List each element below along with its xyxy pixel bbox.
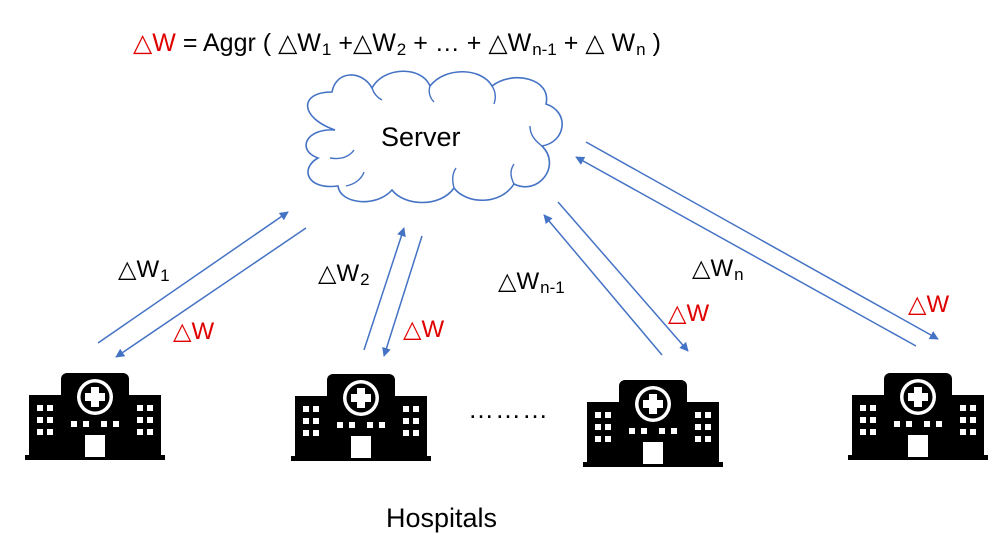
arrow-down-1 [115, 227, 307, 358]
cloud-icon [305, 70, 563, 204]
upload-label-3: △Wn-1 [498, 268, 565, 297]
server-label: Server [381, 122, 461, 152]
download-label-1: △W [173, 318, 215, 345]
arrows [97, 141, 939, 358]
arrow-up-3 [543, 214, 663, 356]
download-label-2: △W [403, 316, 445, 343]
upload-label-2: △W2 [318, 260, 370, 289]
upload-label-1: △W1 [118, 256, 170, 285]
hospital-icon [291, 374, 431, 461]
arrow-up-4 [575, 156, 917, 347]
arrow-up-1 [97, 211, 289, 344]
hospital-icon [583, 380, 723, 467]
arrow-down-2 [382, 235, 423, 357]
arrow-up-2 [363, 227, 406, 351]
ellipsis: ……… [468, 394, 549, 424]
arrow-down-4 [585, 141, 939, 340]
formula-lhs: △W [133, 29, 176, 57]
formula-term: + … + [413, 29, 482, 57]
hospital-icon [25, 373, 165, 460]
formula-term: △Wn-1 [488, 29, 557, 59]
formula-close: ) [652, 29, 661, 57]
formula-term: + △ Wn [563, 29, 646, 59]
formula-term: +△W2 [338, 29, 407, 59]
download-label-3: △W [668, 300, 710, 327]
cloud-inner-lines [329, 85, 543, 189]
hospitals-label: Hospitals [386, 503, 498, 533]
hospital-icon [848, 373, 988, 460]
upload-label-4: △Wn [692, 255, 744, 284]
aggregation-formula: △W= Aggr (△W1+△W2+ … +△Wn-1+ △ Wn) [133, 29, 661, 59]
download-label-4: △W [908, 291, 950, 318]
formula-aggr: = Aggr ( [182, 29, 272, 57]
formula-term: △W1 [278, 29, 332, 59]
arrow-down-3 [557, 201, 689, 352]
